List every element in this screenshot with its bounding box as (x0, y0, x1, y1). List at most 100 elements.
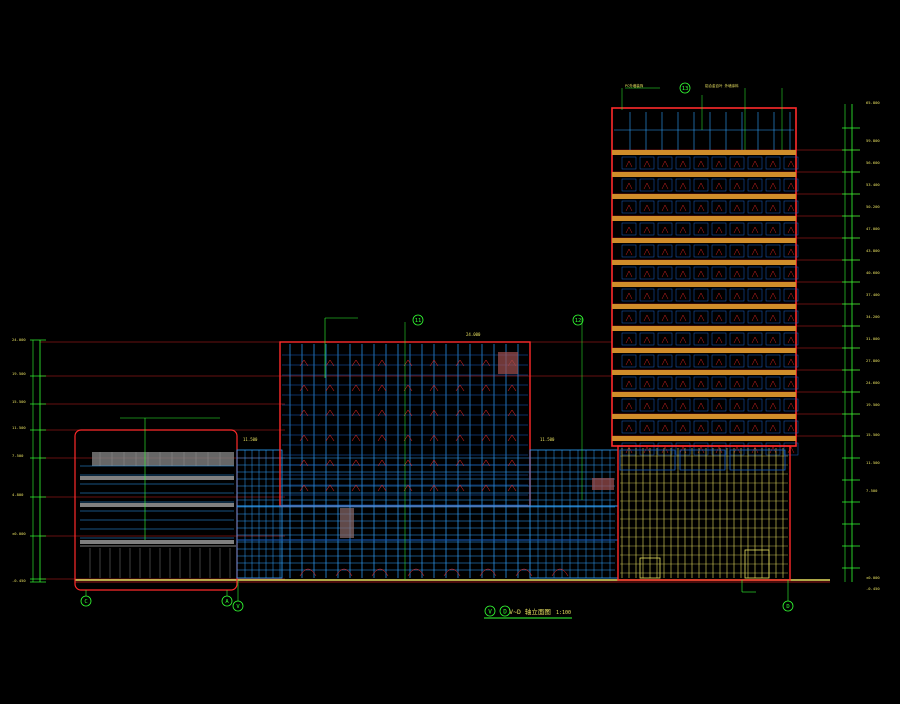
tower-window (729, 332, 745, 346)
tower-window (693, 398, 709, 412)
podium-door-1 (639, 557, 661, 579)
tower-window (639, 442, 655, 456)
tower-window (747, 200, 763, 214)
tower-window-mark (697, 336, 705, 344)
window-mark (403, 359, 413, 367)
tower-window (747, 398, 763, 412)
tower-window (711, 288, 727, 302)
tower-window-mark (715, 292, 723, 300)
window-mark (481, 434, 491, 442)
tower-window (639, 420, 655, 434)
tower-window-mark (769, 226, 777, 234)
tower-window (639, 376, 655, 390)
tower-window-mark (769, 336, 777, 344)
tower-window-mark (715, 402, 723, 410)
axis-bubble-label: C (84, 599, 87, 605)
tower-window (783, 442, 799, 456)
tower-window-mark (661, 226, 669, 234)
tower-window (657, 442, 673, 456)
axis-bubble-label: 12 (575, 318, 582, 324)
tower-window-mark (697, 292, 705, 300)
tower-window-mark (751, 226, 759, 234)
tower-window (783, 178, 799, 192)
tower-window (621, 288, 637, 302)
tower-window (657, 420, 673, 434)
tower-window (783, 354, 799, 368)
tower-window (783, 310, 799, 324)
entrance-arch (551, 568, 569, 577)
tower-window (657, 332, 673, 346)
tower-window (621, 222, 637, 236)
tower-window (729, 376, 745, 390)
tower-window (747, 332, 763, 346)
tower-window (747, 420, 763, 434)
tower-window-mark (697, 226, 705, 234)
right-elevation-label: 24.600 (866, 380, 880, 385)
mid-top-level-label: 24.000 (466, 332, 481, 337)
window-mark (325, 409, 335, 417)
tower-window-mark (643, 292, 651, 300)
tower-window (693, 288, 709, 302)
tower-window (639, 266, 655, 280)
tower-window (765, 178, 781, 192)
window-mark (429, 409, 439, 417)
level-lines (40, 149, 860, 583)
title-axis-start: V (488, 609, 492, 616)
tower-window-mark (697, 358, 705, 366)
left-block-level-label: 11.500 (243, 437, 258, 442)
tower-window-mark (787, 292, 795, 300)
tower-floor-band (612, 150, 796, 155)
tower-window (729, 442, 745, 456)
window-mark (351, 434, 361, 442)
left-elevation-label: 15.500 (12, 399, 26, 404)
entrance-arch (479, 568, 497, 577)
tower-window (693, 354, 709, 368)
tower-window-mark (661, 402, 669, 410)
window-mark (299, 359, 309, 367)
right-elevation-label: 47.000 (866, 226, 880, 231)
tower-window-mark (661, 314, 669, 322)
window-mark (481, 384, 491, 392)
window-mark (429, 434, 439, 442)
right-elevation-label: 59.800 (866, 138, 880, 143)
window-mark (455, 359, 465, 367)
tower-window-mark (733, 226, 741, 234)
left-elevation-label: 19.500 (12, 371, 26, 376)
tower-window (765, 354, 781, 368)
tower-window-mark (661, 204, 669, 212)
tower-window (729, 310, 745, 324)
tower-window-mark (679, 204, 687, 212)
window-mark (403, 409, 413, 417)
window-mark (351, 359, 361, 367)
tower-window-mark (625, 270, 633, 278)
tower-floor-band (612, 194, 796, 199)
tower-window (711, 332, 727, 346)
tower-window-mark (769, 182, 777, 190)
tower-window (639, 244, 655, 258)
tower-window-mark (625, 226, 633, 234)
left-elevation-label: -0.450 (12, 578, 26, 583)
tower-window-mark (625, 446, 633, 454)
tower-window (675, 442, 691, 456)
tower-window (783, 200, 799, 214)
tower-window-mark (661, 446, 669, 454)
entrance-arch (371, 568, 389, 577)
window-mark (403, 459, 413, 467)
tower-window-mark (751, 160, 759, 168)
tower-floor-band (612, 238, 796, 243)
tower-window-mark (715, 424, 723, 432)
right-low-level-label: 11.500 (540, 437, 555, 442)
mid-accent-panel (498, 352, 518, 374)
tower-window-mark (769, 204, 777, 212)
tower-window-mark (715, 358, 723, 366)
tower-window (729, 200, 745, 214)
tower-window-mark (625, 160, 633, 168)
tower-window-mark (715, 270, 723, 278)
tower-window (621, 200, 637, 214)
tower-window (765, 376, 781, 390)
tower-window-mark (751, 336, 759, 344)
tower-window-mark (751, 314, 759, 322)
tower-window (675, 332, 691, 346)
